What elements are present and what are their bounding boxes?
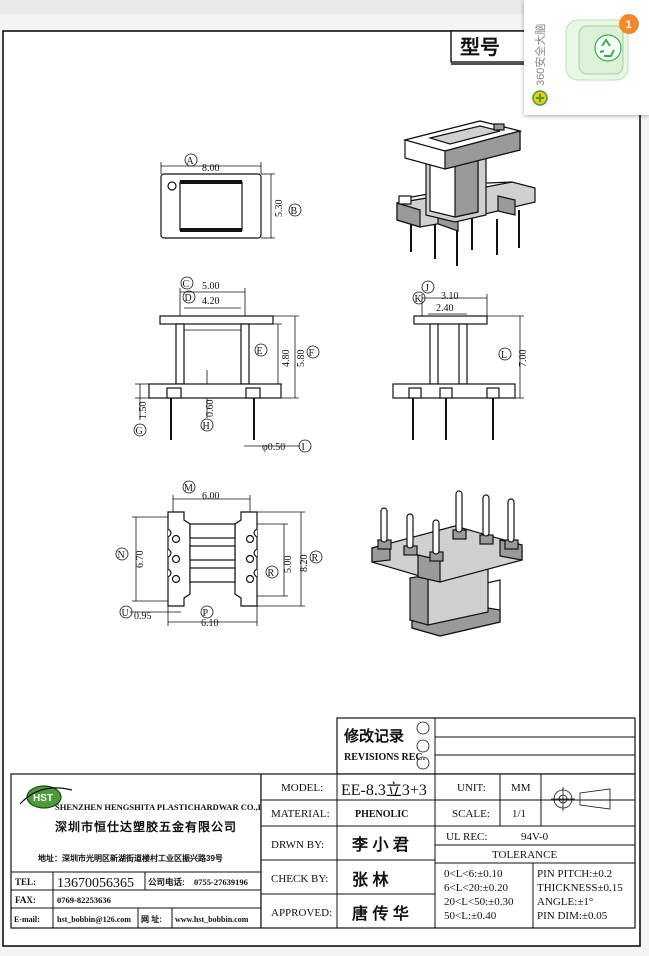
dim-i-value: φ0.50	[262, 442, 285, 453]
dim-d-value: 4.20	[202, 296, 220, 307]
drawn-value: 李 小 君	[351, 835, 409, 854]
model-header-text: 型号	[460, 36, 500, 59]
company-name-cn: 深圳市恒仕达塑胶五金有限公司	[55, 819, 237, 834]
dim-c-value: 5.00	[202, 281, 220, 292]
widget-label: 360安全大脑	[533, 24, 547, 86]
spec-line-2: THICKNESS±0.15	[537, 882, 623, 894]
dim-a-value: 8.00	[202, 163, 220, 174]
recycle-icon[interactable]	[565, 19, 629, 81]
iso-view-bottom	[371, 490, 523, 637]
dim-r-value: 8.20	[299, 555, 310, 573]
label-q: R	[268, 568, 275, 579]
dim-e-value: 4.80	[281, 350, 292, 368]
revisions-title-cn: 修改记录	[343, 727, 404, 745]
dim-m-value: 6.00	[202, 491, 220, 502]
dim-n-value: 6.70	[135, 551, 146, 569]
material-label: MATERIAL:	[271, 808, 330, 820]
label-d: D	[185, 293, 192, 304]
approved-value: 唐 传 华	[352, 904, 409, 923]
label-j: J	[425, 283, 429, 294]
title-block: MODEL: EE-8.3立3+3 UNIT: MM MATERIAL: PHE…	[260, 773, 636, 929]
projection-symbol	[551, 787, 611, 811]
phone-label: 公司电话:	[148, 877, 185, 887]
label-e: E	[257, 346, 263, 357]
tolerance-line-4: 50<L:±0.40	[444, 910, 497, 922]
scale-value: 1/1	[512, 808, 526, 820]
spec-line-4: PIN DIM:±0.05	[537, 910, 608, 922]
bottom-view: M 6.00 6.70 N U 0.95 P 6.10 5.00 R 8.20 …	[115, 480, 323, 629]
label-g: G	[136, 426, 143, 437]
tel-value: 13670056365	[57, 876, 134, 891]
dim-b-value: 5.30	[274, 200, 285, 218]
dim-f-value: 5.80	[296, 350, 307, 368]
model-value: EE-8.3立3+3	[341, 781, 427, 799]
label-r: R	[312, 553, 319, 564]
email-label: E-mail:	[14, 915, 40, 924]
drawn-label: DRWN BY:	[271, 839, 324, 851]
email-value: hst_bobbin@126.com	[57, 915, 131, 924]
label-a: A	[187, 156, 195, 167]
web-label: 网 址:	[141, 914, 162, 924]
dim-k-value: 2.40	[436, 303, 454, 314]
top-strip	[0, 0, 649, 14]
dim-o-value: 0.95	[134, 611, 152, 622]
tolerance-title: TOLERANCE	[492, 849, 557, 861]
phone-value: 0755-27639196	[194, 877, 248, 887]
dim-h-value: 0.60	[205, 400, 216, 418]
dim-l-value: 7.00	[518, 350, 529, 368]
shield-add-icon[interactable]	[532, 90, 548, 106]
dim-q-value: 5.00	[283, 556, 294, 574]
web-value: www.hst_bobbin.com	[175, 915, 249, 924]
unit-label: UNIT:	[457, 782, 486, 794]
dim-p-value: 6.10	[201, 618, 219, 629]
revisions-table: 修改记录 REVISIONS REC.	[336, 717, 636, 775]
dim-j-value: 3.10	[441, 291, 459, 302]
ul-value: 94V-0	[521, 831, 549, 843]
model-header-box: 型号	[450, 30, 526, 65]
logo-text: HST	[33, 793, 53, 804]
label-c: C	[183, 279, 190, 290]
spec-line-1: PIN PITCH:±0.2	[537, 868, 612, 880]
scale-label: SCALE:	[452, 808, 490, 820]
model-label: MODEL:	[281, 782, 323, 794]
tolerance-line-2: 6<L<20:±0.20	[444, 882, 508, 894]
unit-value: MM	[511, 782, 531, 794]
label-b: B	[291, 206, 298, 217]
spec-line-3: ANGLE:±1°	[537, 896, 593, 908]
side-view: J 3.10 K 2.40 7.00 L	[392, 280, 529, 440]
label-f: F	[309, 348, 315, 359]
fax-value: 0769-82253636	[57, 895, 111, 905]
revisions-title-en: REVISIONS REC.	[344, 752, 426, 763]
label-n: N	[118, 550, 125, 561]
company-logo: HST	[19, 785, 73, 809]
iso-view-top	[396, 120, 536, 266]
tolerance-line-3: 20<L<50:±0.30	[444, 896, 514, 908]
company-name-en: SHENZHEN HENGSHITA PLASTICHARDWAR CO.,LT…	[55, 802, 274, 812]
check-label: CHECK BY:	[271, 873, 328, 885]
top-view: A 8.00 5.30 B	[160, 153, 302, 239]
label-k: K	[415, 294, 423, 305]
label-u: U	[122, 608, 130, 619]
notification-badge: 1	[619, 14, 639, 34]
check-value: 张 林	[352, 870, 388, 889]
label-p: P	[203, 608, 209, 619]
label-l: L	[501, 350, 507, 361]
badge-count: 1	[626, 19, 632, 31]
fax-label: FAX:	[15, 895, 36, 905]
front-view: C 5.00 D 4.20 4.80 E 5.80 F 1.50 G 0.60 …	[133, 276, 320, 453]
ul-label: UL REC:	[446, 831, 487, 843]
company-address: 地址：深圳市光明区新湖街道楼村工业区振兴路39号	[38, 853, 223, 863]
company-block: HST SHENZHEN HENGSHITA PLASTICHARDWAR CO…	[10, 773, 274, 929]
dim-g-value: 1.50	[138, 402, 149, 420]
label-i: I	[302, 442, 305, 453]
material-value: PHENOLIC	[355, 809, 408, 820]
security-assistant-widget[interactable]: 360安全大脑 1	[524, 0, 649, 115]
label-h: H	[203, 421, 210, 432]
tolerance-line-1: 0<L<6:±0.10	[444, 868, 503, 880]
tel-label: TEL:	[15, 877, 36, 887]
approved-label: APPROVED:	[271, 907, 332, 919]
label-m: M	[184, 483, 193, 494]
